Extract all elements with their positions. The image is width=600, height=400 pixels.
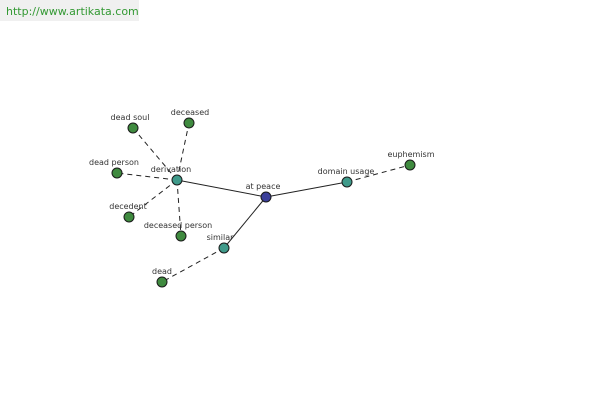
node-label-derivation[interactable]: derivation (151, 165, 191, 174)
labels-layer: at peace derivation similar domain usage dea… (89, 108, 435, 276)
edge-derivation-dead-person (116, 172, 178, 181)
edge-derivation-deceased-person (176, 179, 182, 237)
node-similar[interactable] (218, 242, 230, 254)
node-label-at-peace[interactable]: at peace (246, 182, 281, 191)
node-deceased-person[interactable] (175, 230, 187, 242)
node-label-euphemism[interactable]: euphemism (387, 150, 434, 159)
node-dead[interactable] (156, 276, 168, 288)
node-label-deceased-person[interactable]: deceased person (144, 221, 212, 230)
edge-similar-dead (161, 247, 225, 283)
node-label-deceased[interactable]: deceased (171, 108, 209, 117)
edge-domain-usage-euphemism (346, 164, 411, 183)
node-decedent[interactable] (123, 211, 135, 223)
node-label-domain-usage[interactable]: domain usage (318, 167, 375, 176)
edge-at-peace-derivation (176, 179, 267, 198)
node-deceased[interactable] (183, 117, 195, 129)
nodes-layer (111, 117, 416, 288)
edge-at-peace-domain-usage (265, 181, 348, 198)
node-label-similar[interactable]: similar (207, 233, 235, 242)
node-label-decedent[interactable]: decedent (109, 202, 147, 211)
node-domain-usage[interactable] (341, 176, 353, 188)
edge-derivation-decedent (128, 179, 178, 218)
node-label-dead-person[interactable]: dead person (89, 158, 139, 167)
node-label-dead[interactable]: dead (152, 267, 172, 276)
node-euphemism[interactable] (404, 159, 416, 171)
edges-layer (116, 122, 411, 283)
node-dead-soul[interactable] (127, 122, 139, 134)
node-dead-person[interactable] (111, 167, 123, 179)
edge-at-peace-similar (223, 196, 267, 249)
node-derivation[interactable] (171, 174, 183, 186)
node-at-peace[interactable] (260, 191, 272, 203)
node-label-dead-soul[interactable]: dead soul (111, 113, 150, 122)
site-url[interactable]: http://www.artikata.com (0, 0, 139, 21)
edge-derivation-deceased (176, 122, 190, 181)
edge-derivation-dead-soul (132, 127, 178, 181)
